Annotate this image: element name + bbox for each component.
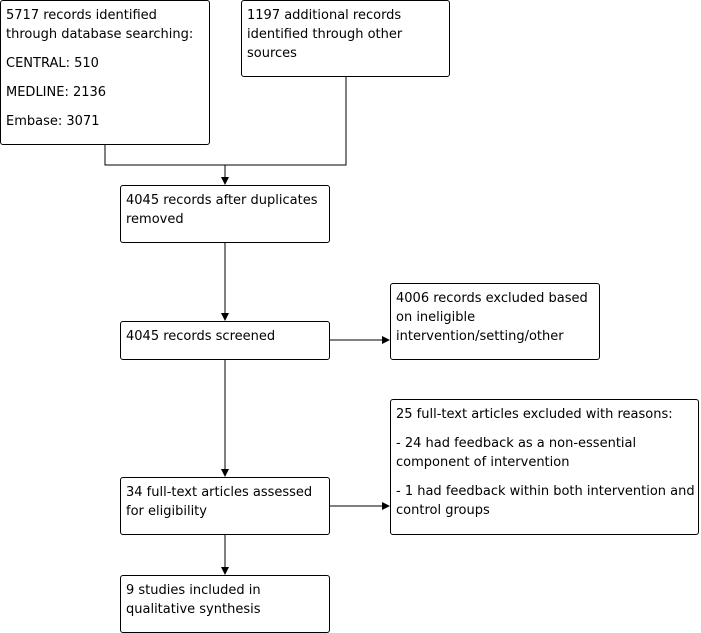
other-sources-line-2: identified through other: [247, 27, 403, 42]
spacer: [6, 73, 204, 83]
included-studies-box: 9 studies included in qualitative synthe…: [120, 575, 330, 633]
exclusion-reason-1-line-2: component of intervention: [396, 455, 570, 470]
other-sources-line-1: 1197 additional records: [247, 8, 402, 23]
after-duplicates-box: 4045 records after duplicates removed: [120, 185, 330, 243]
spacer: [396, 424, 693, 434]
source-central: CENTRAL: 510: [6, 56, 99, 71]
spacer: [6, 44, 204, 54]
full-text-excluded-box: 25 full-text articles excluded with reas…: [390, 399, 699, 535]
database-search-box: 5717 records identified through database…: [0, 0, 210, 145]
exclusion-reason-2-line-2: control groups: [396, 503, 490, 518]
other-sources-box: 1197 additional records identified throu…: [241, 0, 450, 77]
spacer: [396, 472, 693, 482]
source-embase: Embase: 3071: [6, 114, 100, 129]
database-search-line-1: 5717 records identified: [6, 8, 157, 23]
exclusion-reason-1-line-1: - 24 had feedback as a non-essential: [396, 436, 637, 451]
after-duplicates-line-1: 4045 records after duplicates: [126, 193, 318, 208]
database-search-line-2: through database searching:: [6, 27, 194, 42]
excluded-screening-box: 4006 records excluded based on ineligibl…: [390, 283, 600, 360]
full-text-assessed-box: 34 full-text articles assessed for eligi…: [120, 477, 330, 535]
records-screened-box: 4045 records screened: [120, 321, 330, 360]
spacer: [6, 102, 204, 112]
excluded-screening-line-3: intervention/setting/other: [396, 329, 564, 344]
excluded-screening-line-2: on ineligible: [396, 310, 476, 325]
after-duplicates-line-2: removed: [126, 212, 184, 227]
full-text-assessed-line-2: for eligibility: [126, 504, 207, 519]
source-medline: MEDLINE: 2136: [6, 85, 107, 100]
excluded-screening-line-1: 4006 records excluded based: [396, 291, 588, 306]
included-studies-line-1: 9 studies included in: [126, 583, 261, 598]
full-text-excluded-heading: 25 full-text articles excluded with reas…: [396, 407, 673, 422]
other-sources-line-3: sources: [247, 46, 297, 61]
records-screened-line: 4045 records screened: [126, 329, 276, 344]
exclusion-reason-2-line-1: - 1 had feedback within both interventio…: [396, 484, 695, 499]
included-studies-line-2: qualitative synthesis: [126, 602, 261, 617]
full-text-assessed-line-1: 34 full-text articles assessed: [126, 485, 313, 500]
